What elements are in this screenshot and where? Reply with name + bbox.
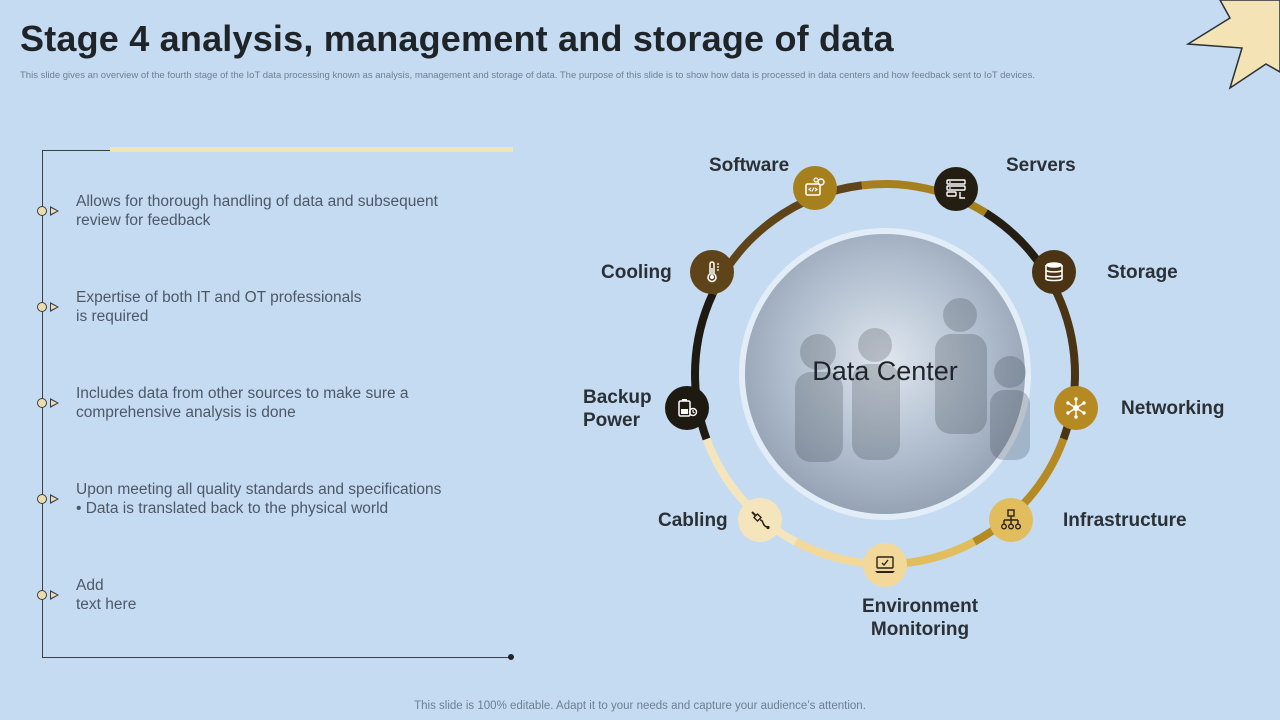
point-line: text here — [76, 596, 137, 613]
center-title: Data Center — [812, 356, 958, 386]
ring-segment — [702, 437, 798, 546]
key-points-panel: Allows for thorough handling of data and… — [0, 0, 560, 720]
monitor-icon — [875, 556, 895, 573]
footer-note: This slide is 100% editable. Adapt it to… — [414, 700, 866, 712]
server-rack-icon — [946, 179, 966, 199]
team-photo-silhouettes — [795, 298, 1030, 462]
timeline-bottom-line — [42, 657, 511, 658]
node-label-line: Backup — [583, 387, 652, 408]
point-line: Includes data from other sources to make… — [76, 385, 409, 402]
node-cabling — [738, 498, 782, 542]
node-label-line: Monitoring — [870, 619, 970, 640]
ring-segment — [972, 437, 1068, 546]
node-cooling — [690, 250, 734, 294]
point-line: is required — [76, 308, 149, 325]
node-servers — [934, 167, 978, 211]
point-line: Upon meeting all quality standards and s… — [76, 481, 442, 498]
node-storage — [1032, 250, 1076, 294]
database-icon — [1045, 262, 1063, 282]
node-infrastructure — [989, 498, 1033, 542]
node-label-cabling: Cabling — [658, 510, 728, 531]
node-networking — [1054, 386, 1098, 430]
point-line: review for feedback — [76, 212, 211, 229]
point-line: Add — [76, 577, 104, 594]
node-label-servers: Servers — [1006, 155, 1076, 176]
battery-icon — [678, 399, 698, 417]
node-software — [793, 166, 837, 210]
node-label-infrastructure: Infrastructure — [1063, 510, 1187, 531]
node-label-line: Environment — [861, 596, 979, 617]
node-environment-monitoring — [863, 543, 907, 587]
team-photo-placeholder — [745, 234, 1025, 514]
ring-segment — [861, 179, 988, 217]
point-line: Expertise of both IT and OT professional… — [76, 289, 362, 306]
node-label-backup-power: Backup Power — [583, 386, 652, 432]
timeline-end-dot — [508, 654, 514, 660]
point-line: comprehensive analysis is done — [76, 404, 296, 421]
node-label-software: Software — [709, 155, 790, 176]
point-item: Expertise of both IT and OT professional… — [76, 288, 496, 326]
cable-icon — [751, 511, 770, 530]
timeline-top-accent — [110, 147, 513, 152]
point-line: • Data is translated back to the physica… — [76, 500, 389, 517]
point-item: Allows for thorough handling of data and… — [76, 192, 496, 230]
thermometer-icon — [707, 261, 719, 283]
point-item: Upon meeting all quality standards and s… — [76, 480, 496, 518]
timeline-top-line — [42, 150, 110, 151]
node-backup-power — [665, 386, 709, 430]
node-label-networking: Networking — [1121, 398, 1225, 419]
point-line: Allows for thorough handling of data and… — [76, 193, 438, 210]
point-item: Add text here — [76, 576, 496, 614]
node-label-line: Power — [583, 410, 641, 431]
node-label-environment-monitoring: Environment Monitoring — [830, 595, 1010, 641]
corner-starburst-decoration — [1185, 0, 1280, 90]
node-label-cooling: Cooling — [601, 262, 672, 283]
node-label-storage: Storage — [1107, 262, 1178, 283]
page-title: Stage 4 analysis, management and storage… — [20, 18, 894, 59]
software-icon — [805, 177, 825, 196]
point-item: Includes data from other sources to make… — [76, 384, 496, 422]
network-hub-icon — [1066, 397, 1086, 419]
hierarchy-icon — [1001, 509, 1022, 530]
page-subtitle: This slide gives an overview of the four… — [20, 70, 1035, 81]
